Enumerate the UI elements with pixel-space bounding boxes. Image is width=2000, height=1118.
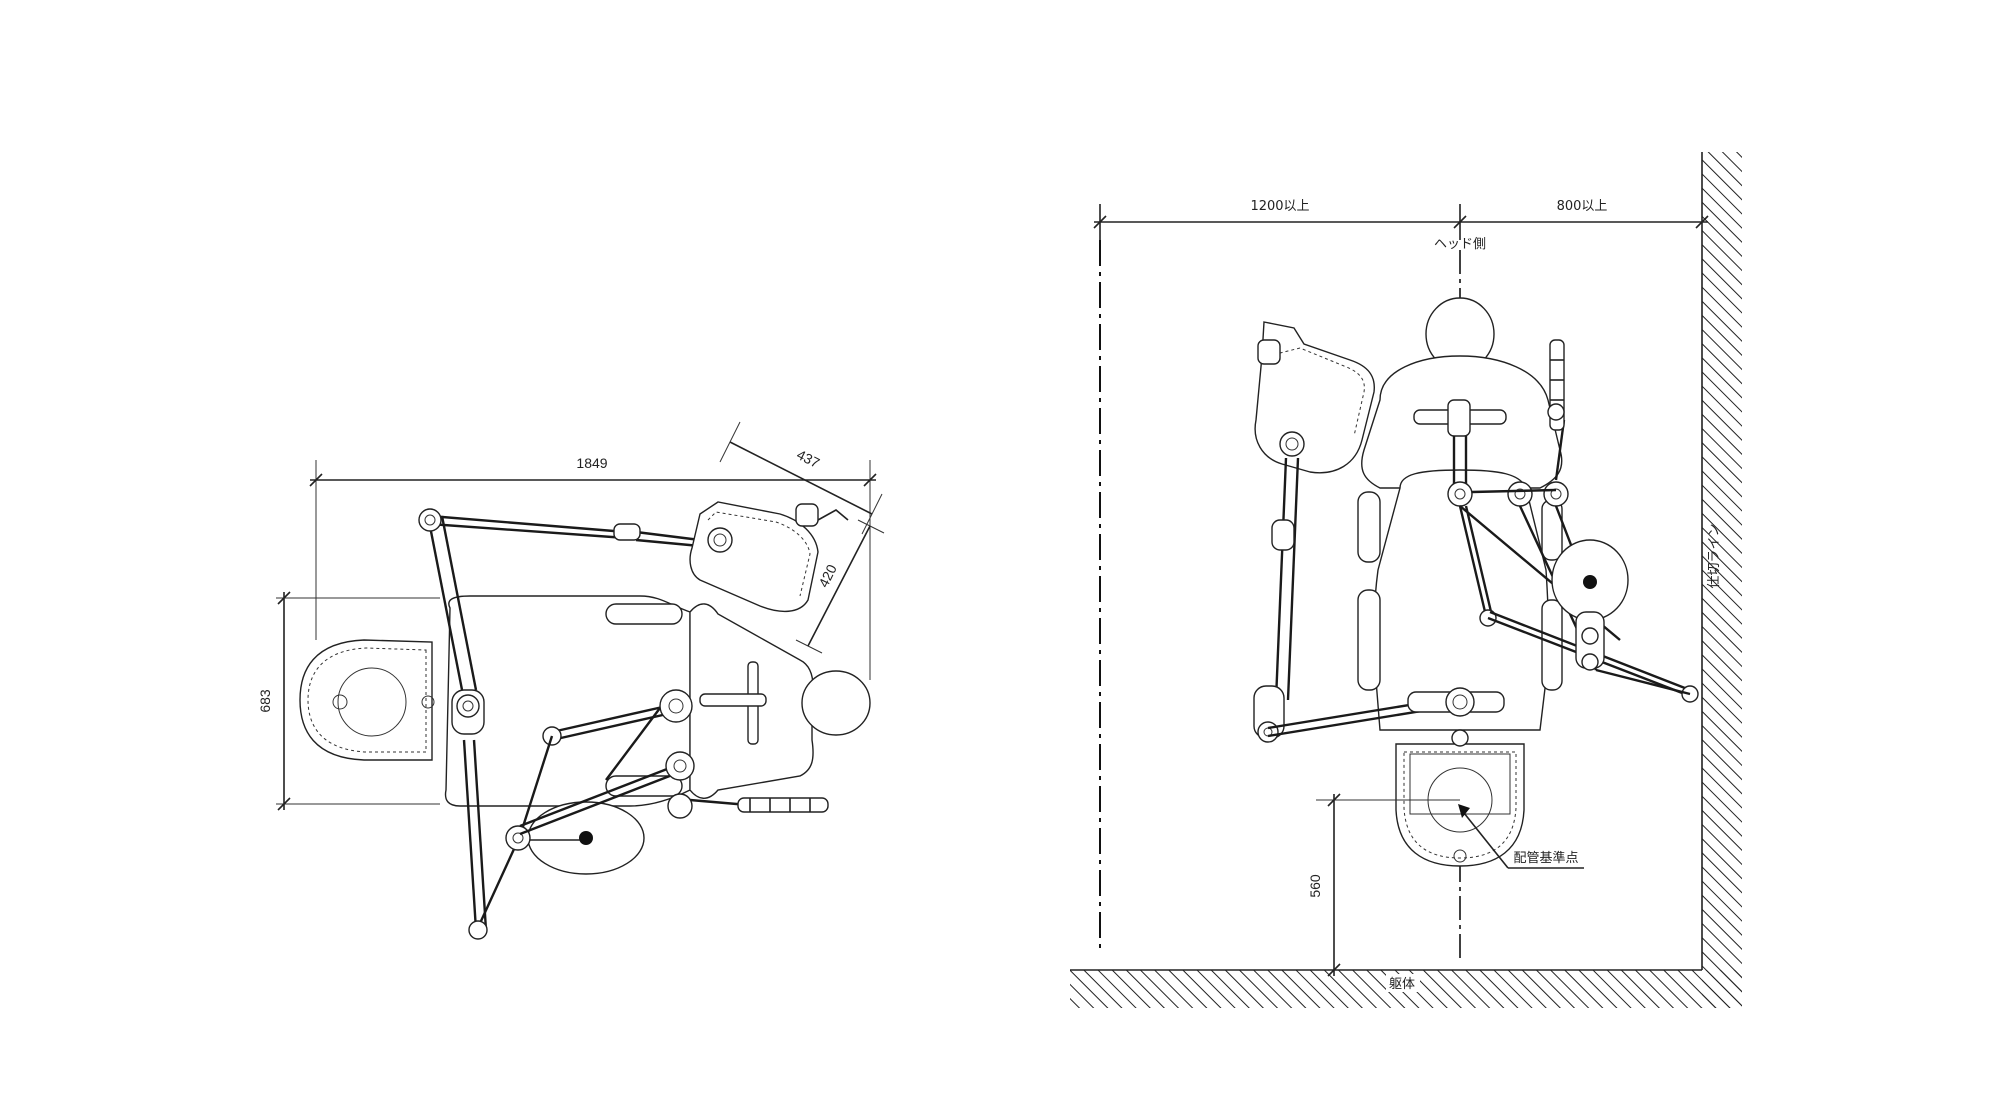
dimension-width-1849: 1849 [309, 455, 877, 680]
doctor-arm-left [468, 689, 693, 940]
dimension-clearances: 1200以上 800以上 ヘッド側 [1093, 199, 1709, 252]
dimension-piping-offset: 560 [1307, 793, 1460, 977]
chair-control-bar-left [699, 661, 767, 745]
label-building-frame: 躯体 [1389, 976, 1415, 992]
wall-hatch [1702, 152, 1742, 1008]
foot-control-right [1551, 539, 1629, 671]
label-partition-line: 仕切ライン [1707, 523, 1722, 588]
dental-chair-left [444, 595, 871, 807]
dimension-label-right-clearance: 800以上 [1557, 199, 1608, 214]
label-head-side: ヘッド側 [1434, 237, 1486, 252]
dimension-label-width: 1849 [576, 455, 607, 471]
dimension-label-tray-width: 420 [815, 562, 840, 590]
light-and-foot-unit-left [505, 751, 829, 875]
cuspidor-unit-right [1395, 729, 1525, 867]
instrument-tray-right [1254, 321, 1375, 474]
dimension-label-tray-length: 437 [794, 446, 822, 471]
left-view-plan: 1849 683 437 420 [257, 421, 885, 940]
delivery-arm-right [1253, 457, 1505, 743]
dimension-height-683: 683 [257, 591, 440, 811]
dimension-label-left-clearance: 1200以上 [1250, 199, 1309, 214]
dimension-tray-length-437: 437 [719, 421, 883, 535]
dental-chair-right [1357, 297, 1563, 731]
right-view-installation-plan: 1200以上 800以上 ヘッド側 仕切ライン [1070, 152, 1742, 1008]
instrument-tray-left [689, 501, 849, 613]
piping-reference-point: 配管基準点 [1458, 804, 1584, 869]
cuspidor-unit-left [299, 639, 435, 761]
delivery-arm-left [418, 508, 701, 931]
dimension-label-piping-offset: 560 [1307, 874, 1323, 898]
label-piping-reference: 配管基準点 [1513, 850, 1578, 866]
dimension-label-height: 683 [257, 689, 273, 713]
headrest-bar-right [1413, 399, 1507, 484]
label-background [1386, 974, 1420, 992]
